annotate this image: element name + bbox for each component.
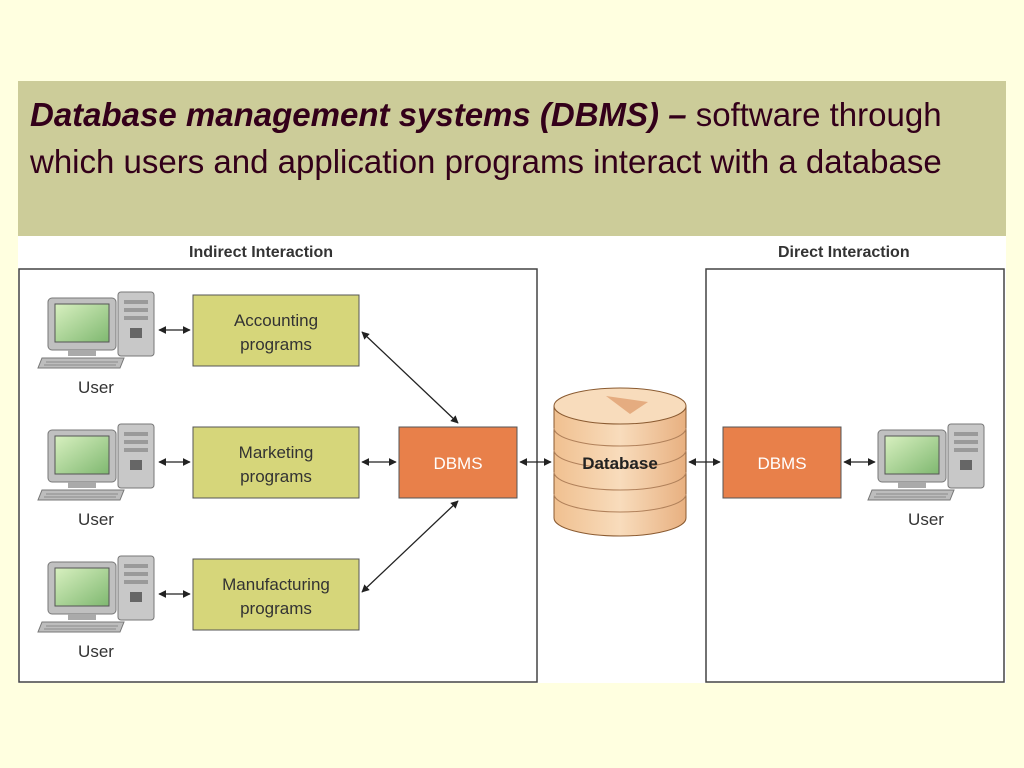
program-label-line2: programs bbox=[240, 599, 312, 618]
user-computer-icon bbox=[867, 423, 985, 501]
database-cylinder: Database bbox=[553, 387, 687, 537]
program-label-line2: programs bbox=[240, 335, 312, 354]
marketing-programs-box: Marketing programs bbox=[192, 426, 360, 499]
manufacturing-programs-box: Manufacturing programs bbox=[192, 558, 360, 631]
dbms-label: DBMS bbox=[757, 454, 806, 473]
user-computer-icon bbox=[37, 555, 155, 633]
title-definition: software through which users and applica… bbox=[30, 96, 942, 180]
indirect-frame bbox=[18, 268, 538, 683]
manufacturing-dbms-arrow bbox=[361, 500, 459, 593]
user-computer-icon bbox=[37, 291, 155, 369]
indirect-interaction-label: Indirect Interaction bbox=[189, 244, 333, 261]
slide-title: Database management systems (DBMS) – sof… bbox=[30, 91, 998, 185]
user-label: User bbox=[78, 642, 114, 661]
direct-interaction-label: Direct Interaction bbox=[778, 244, 910, 261]
accounting-programs-box: Accounting programs bbox=[192, 294, 360, 367]
dbms-label: DBMS bbox=[433, 454, 482, 473]
user-label: User bbox=[78, 510, 114, 529]
program-label-line1: Marketing bbox=[239, 443, 314, 462]
program-label-line1: Manufacturing bbox=[222, 575, 330, 594]
program-label-line2: programs bbox=[240, 467, 312, 486]
user-computer-icon bbox=[37, 423, 155, 501]
dbms-box-indirect: DBMS bbox=[398, 426, 518, 499]
program-label-line1: Accounting bbox=[234, 311, 318, 330]
dbms-diagram: Indirect Interaction Direct Interaction … bbox=[18, 236, 1006, 683]
accounting-dbms-arrow bbox=[361, 331, 459, 424]
direct-frame bbox=[705, 268, 1005, 683]
user-label: User bbox=[908, 510, 944, 529]
title-term: Database management systems (DBMS) – bbox=[30, 96, 687, 133]
database-label: Database bbox=[582, 454, 658, 473]
user-label: User bbox=[78, 378, 114, 397]
title-bar: Database management systems (DBMS) – sof… bbox=[18, 81, 1006, 236]
dbms-box-direct: DBMS bbox=[722, 426, 842, 499]
